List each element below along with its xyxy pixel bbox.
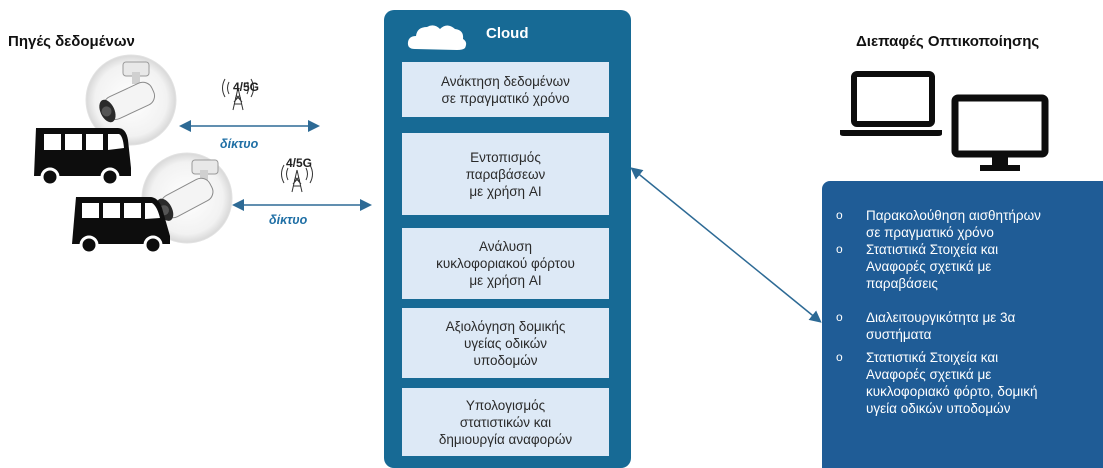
data-sources-heading: Πηγές δεδομένων [8,33,135,50]
network-link-label: δίκτυο [269,213,308,227]
monitor-icon [951,94,1049,171]
cloud-function-box: Εντοπισμός παραβάσεων με χρήση AI [402,133,609,215]
data-sources-illustration [34,54,372,255]
visualization-heading: Διεπαφές Οπτικοποίησης [856,33,1040,50]
signal-label: 4/5G [286,156,313,170]
network-link-label: δίκτυο [220,137,259,151]
cloud-function-box: Αξιολόγηση δομικής υγείας οδικών υποδομώ… [402,308,609,378]
cell-tower-icon [281,164,313,193]
camera-icon [85,54,177,146]
visualization-devices [840,71,1049,171]
cell-tower-icon [222,78,254,111]
cloud-function-box: Ανάλυση κυκλοφοριακού φόρτου με χρήση AI [402,228,609,299]
signal-label: 4/5G [233,80,260,94]
visualization-features-panel [822,181,1103,468]
cloud-title: Cloud [486,25,529,42]
cloud-function-box: Υπολογισμός στατιστικών και δημιουργία α… [402,388,609,456]
cloud-icon [407,25,467,50]
laptop-icon [840,71,942,136]
cloud-function-box: Ανάκτηση δεδομένων σε πραγματικό χρόνο [402,62,609,117]
bus-icon [72,197,170,255]
bus-icon [34,128,131,187]
